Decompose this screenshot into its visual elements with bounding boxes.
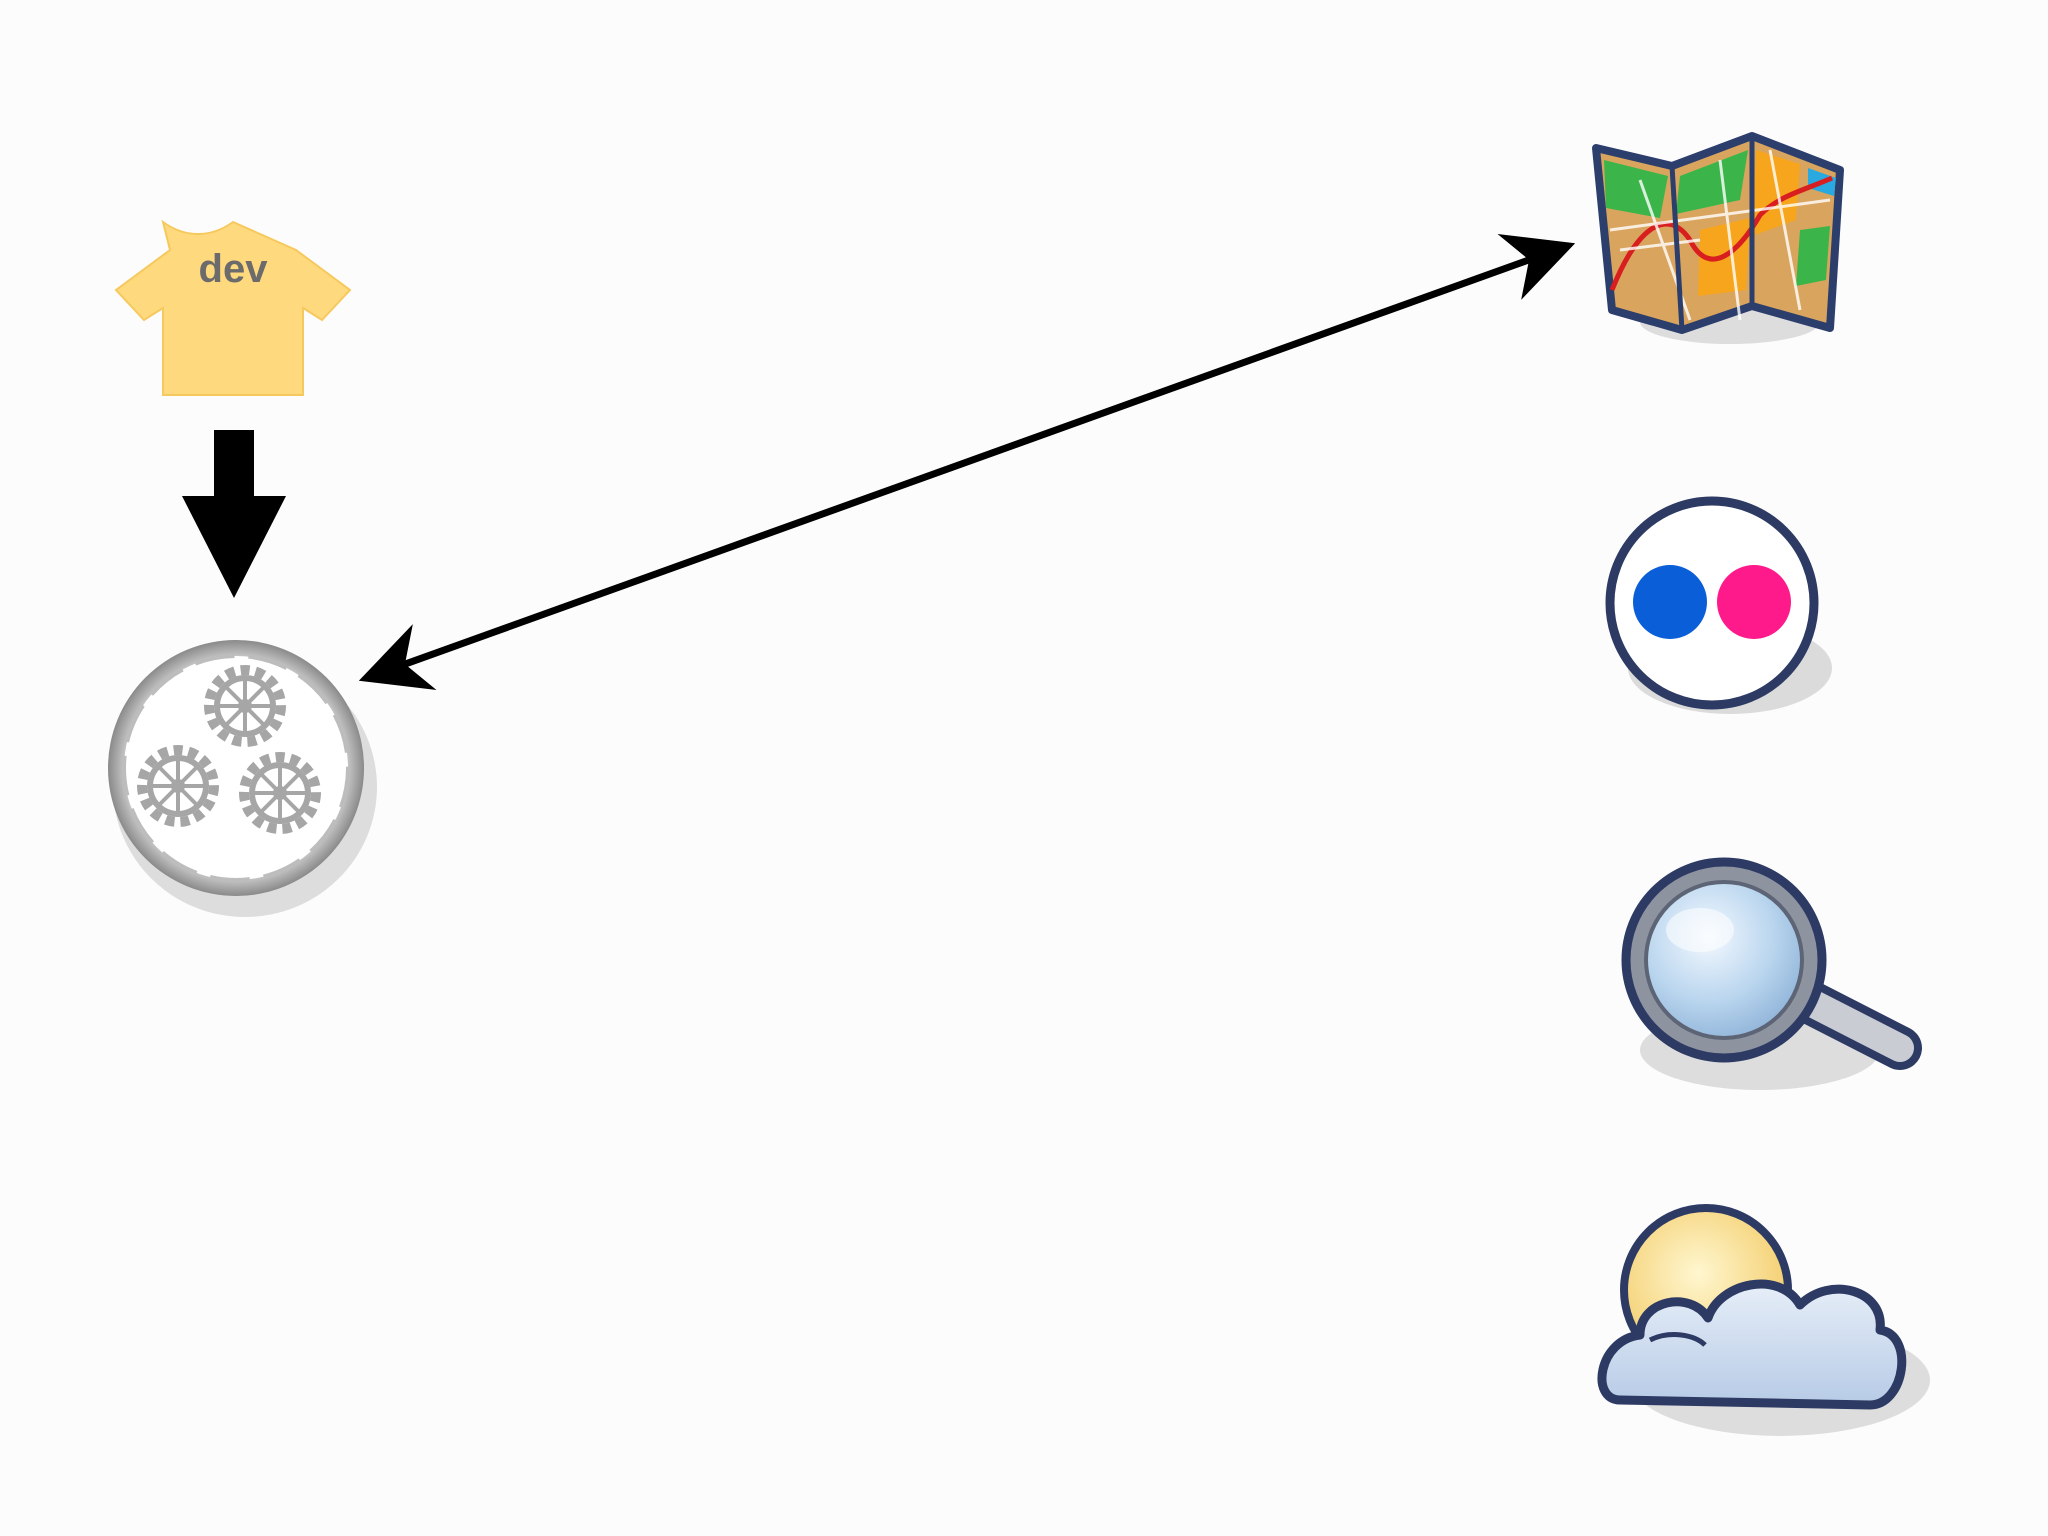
down-arrow (182, 430, 286, 598)
magnifier-icon (1621, 857, 1922, 1090)
cloud-sun-icon (1597, 1204, 1930, 1436)
dev-label: dev (199, 247, 269, 291)
flickr-icon (1605, 496, 1832, 714)
double-arrow (358, 234, 1576, 690)
gears-server-icon (108, 640, 377, 917)
dev-tshirt-icon: dev (114, 219, 352, 396)
map-icon (1592, 132, 1844, 344)
